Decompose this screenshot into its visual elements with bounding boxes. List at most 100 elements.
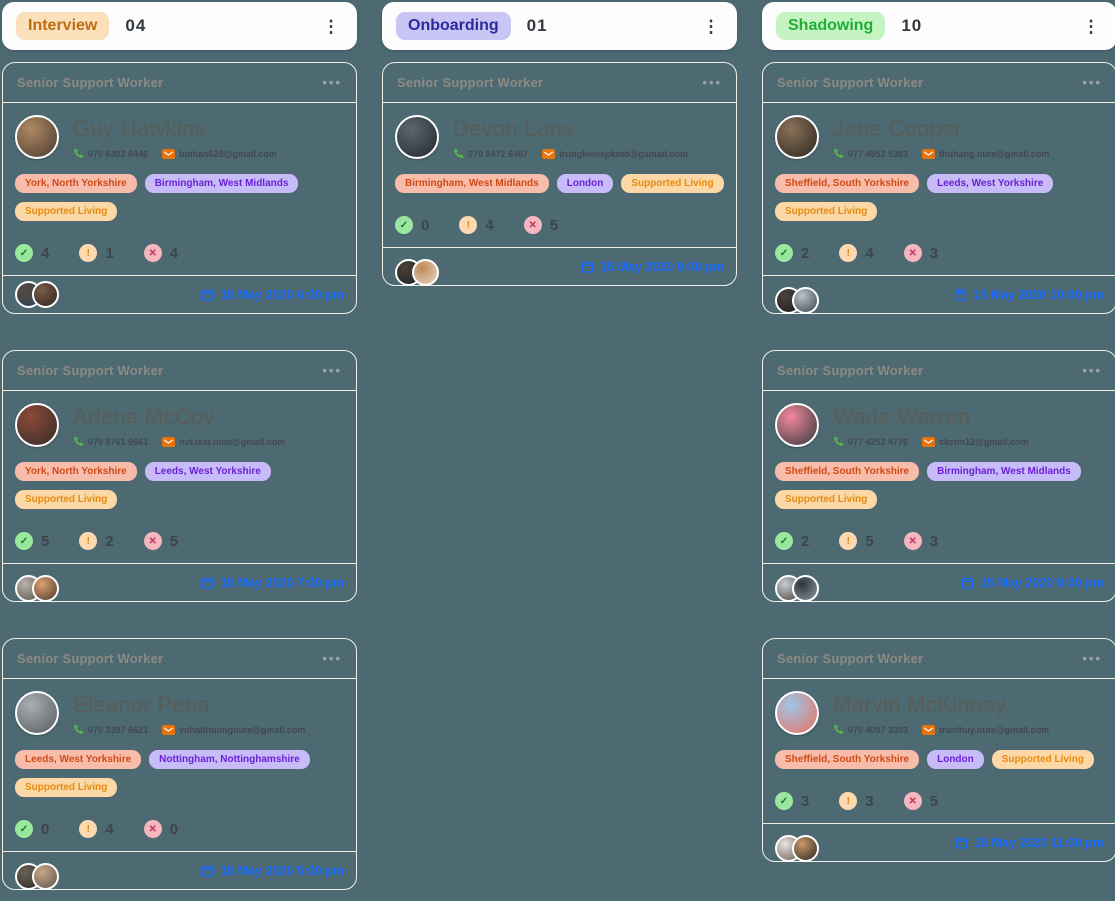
- column-header: Shadowing 10 ⋮: [762, 2, 1115, 50]
- column-menu-button[interactable]: ⋮: [319, 12, 343, 40]
- card-header: Senior Support Worker •••: [763, 63, 1115, 103]
- card-menu-button[interactable]: •••: [322, 363, 342, 378]
- location-tag: Birmingham, West Midlands: [927, 462, 1081, 481]
- card-menu-button[interactable]: •••: [322, 75, 342, 90]
- counts-row: ✓ 0 ! 4 ✕ 5: [395, 216, 724, 234]
- location-tag: Leeds, West Yorkshire: [15, 750, 142, 769]
- scheduled-datetime: 15 May 2020 8:00 pm: [961, 576, 1104, 590]
- person-info: Marvin McKinney 070 4097 3393 tranthuy.n…: [833, 691, 1049, 735]
- candidate-card[interactable]: Senior Support Worker ••• Guy Hawkins 07…: [2, 62, 357, 314]
- warning-count: 4: [105, 820, 114, 838]
- card-menu-button[interactable]: •••: [1082, 75, 1102, 90]
- candidate-card[interactable]: Senior Support Worker ••• Jane Cooper 07…: [762, 62, 1115, 314]
- scheduled-datetime: 15 May 2020 9:00 pm: [581, 260, 724, 274]
- warning-count-group: ! 4: [79, 820, 114, 838]
- email-item: binhan628@gmail.com: [162, 148, 277, 159]
- fail-count-icon: ✕: [143, 244, 162, 262]
- candidate-card[interactable]: Senior Support Worker ••• Wade Warren 07…: [762, 350, 1115, 602]
- column-count: 01: [526, 16, 548, 35]
- person-info: Wade Warren 077 4252 4776 ckctm12@gmail.…: [833, 403, 1028, 447]
- column-card-list: Senior Support Worker ••• Devon Lane 070…: [382, 62, 737, 286]
- card-role-title: Senior Support Worker: [777, 651, 924, 666]
- contact-row: 079 5761 9661 nvt.isst.nute@gmail.com: [73, 436, 285, 447]
- email-item: ckctm12@gmail.com: [922, 436, 1028, 447]
- card-role-title: Senior Support Worker: [17, 651, 164, 666]
- avatar: [15, 691, 59, 735]
- candidate-card[interactable]: Senior Support Worker ••• Arlene McCoy 0…: [2, 350, 357, 602]
- phone-icon: [833, 436, 844, 447]
- phone-number: 079 5761 9661: [88, 436, 149, 447]
- location-tag: Nottingham, Nottinghamshire: [149, 750, 310, 769]
- warning-count-icon: !: [79, 244, 98, 262]
- card-body: Devon Lane 070 5472 6487 trungkienspktnd…: [383, 103, 736, 247]
- phone-item: 079 5761 9661: [73, 436, 148, 447]
- candidate-card[interactable]: Senior Support Worker ••• Eleanor Pena 0…: [2, 638, 357, 890]
- warning-count-group: ! 4: [839, 244, 874, 262]
- phone-number: 070 5472 6487: [468, 148, 529, 159]
- card-role-title: Senior Support Worker: [17, 363, 164, 378]
- phone-item: 070 4097 3393: [833, 724, 908, 735]
- phone-number: 070 3397 6621: [88, 724, 149, 735]
- email-icon: [542, 148, 556, 159]
- participant-avatars: [395, 259, 439, 286]
- counts-row: ✓ 3 ! 3 ✕ 5: [775, 792, 1104, 810]
- success-count-icon: ✓: [775, 792, 793, 810]
- success-count-group: ✓ 0: [395, 216, 429, 234]
- card-menu-button[interactable]: •••: [1082, 651, 1102, 666]
- candidate-card[interactable]: Senior Support Worker ••• Devon Lane 070…: [382, 62, 737, 286]
- card-menu-button[interactable]: •••: [702, 75, 722, 90]
- board-column: Shadowing 10 ⋮ Senior Support Worker •••…: [762, 2, 1115, 862]
- phone-number: 077 4952 5383: [848, 148, 909, 159]
- avatar: [775, 691, 819, 735]
- location-tag: Supported Living: [15, 490, 118, 509]
- fail-count-group: ✕ 3: [903, 532, 938, 550]
- card-menu-button[interactable]: •••: [1082, 363, 1102, 378]
- phone-icon: [833, 724, 844, 735]
- scheduled-datetime-label: 15 May 2020 9:00 pm: [600, 259, 724, 274]
- fail-count-icon: ✕: [523, 216, 542, 234]
- participant-avatar: [792, 575, 819, 602]
- success-count: 3: [801, 792, 810, 810]
- warning-count-icon: !: [79, 820, 98, 838]
- scheduled-datetime: 15 May 2020 5:00 pm: [201, 864, 344, 878]
- email-item: vuhaithuongnute@gmail.com: [162, 724, 305, 735]
- card-role-title: Senior Support Worker: [777, 75, 924, 90]
- column-count: 04: [125, 16, 147, 35]
- success-count-group: ✓ 2: [775, 532, 809, 550]
- card-footer: 15 May 2020 5:00 pm: [3, 851, 356, 890]
- location-tag: London: [927, 750, 984, 769]
- column-menu-button[interactable]: ⋮: [699, 12, 723, 40]
- success-count: 4: [41, 244, 50, 262]
- person-name: Jane Cooper: [833, 116, 963, 141]
- card-menu-button[interactable]: •••: [322, 651, 342, 666]
- email-address: thuhang.nute@gmail.com: [939, 148, 1050, 159]
- participant-avatars: [15, 575, 59, 602]
- card-footer: 15 May 2020 8:00 pm: [763, 563, 1115, 602]
- person-row: Guy Hawkins 070 6302 8446 binhan628@gmai…: [15, 115, 344, 159]
- location-tag: York, North Yorkshire: [15, 174, 137, 193]
- success-count-icon: ✓: [775, 244, 793, 262]
- location-tag: Supported Living: [15, 778, 118, 797]
- success-count-group: ✓ 3: [775, 792, 809, 810]
- fail-count-group: ✕ 5: [903, 792, 939, 810]
- email-icon: [162, 148, 176, 159]
- column-header: Onboarding 01 ⋮: [382, 2, 737, 50]
- column-menu-button[interactable]: ⋮: [1079, 12, 1103, 40]
- participant-avatar: [32, 863, 59, 890]
- scheduled-datetime-label: 15 May 2020 5:00 pm: [220, 863, 344, 878]
- scheduled-datetime: 15 May 2020 11:00 pm: [955, 836, 1104, 850]
- success-count: 5: [41, 532, 50, 550]
- participant-avatar: [412, 259, 439, 286]
- warning-count-icon: !: [839, 244, 858, 262]
- location-tag: Leeds, West Yorkshire: [927, 174, 1054, 193]
- card-footer: 15 May 2020 11:00 pm: [763, 823, 1115, 862]
- fail-count-icon: ✕: [903, 792, 922, 810]
- warning-count-group: ! 4: [459, 216, 494, 234]
- success-count-icon: ✓: [395, 216, 413, 234]
- email-icon: [922, 436, 936, 447]
- fail-count: 5: [929, 792, 939, 810]
- contact-row: 077 4952 5383 thuhang.nute@gmail.com: [833, 148, 1049, 159]
- person-row: Wade Warren 077 4252 4776 ckctm12@gmail.…: [775, 403, 1104, 447]
- candidate-card[interactable]: Senior Support Worker ••• Marvin McKinne…: [762, 638, 1115, 862]
